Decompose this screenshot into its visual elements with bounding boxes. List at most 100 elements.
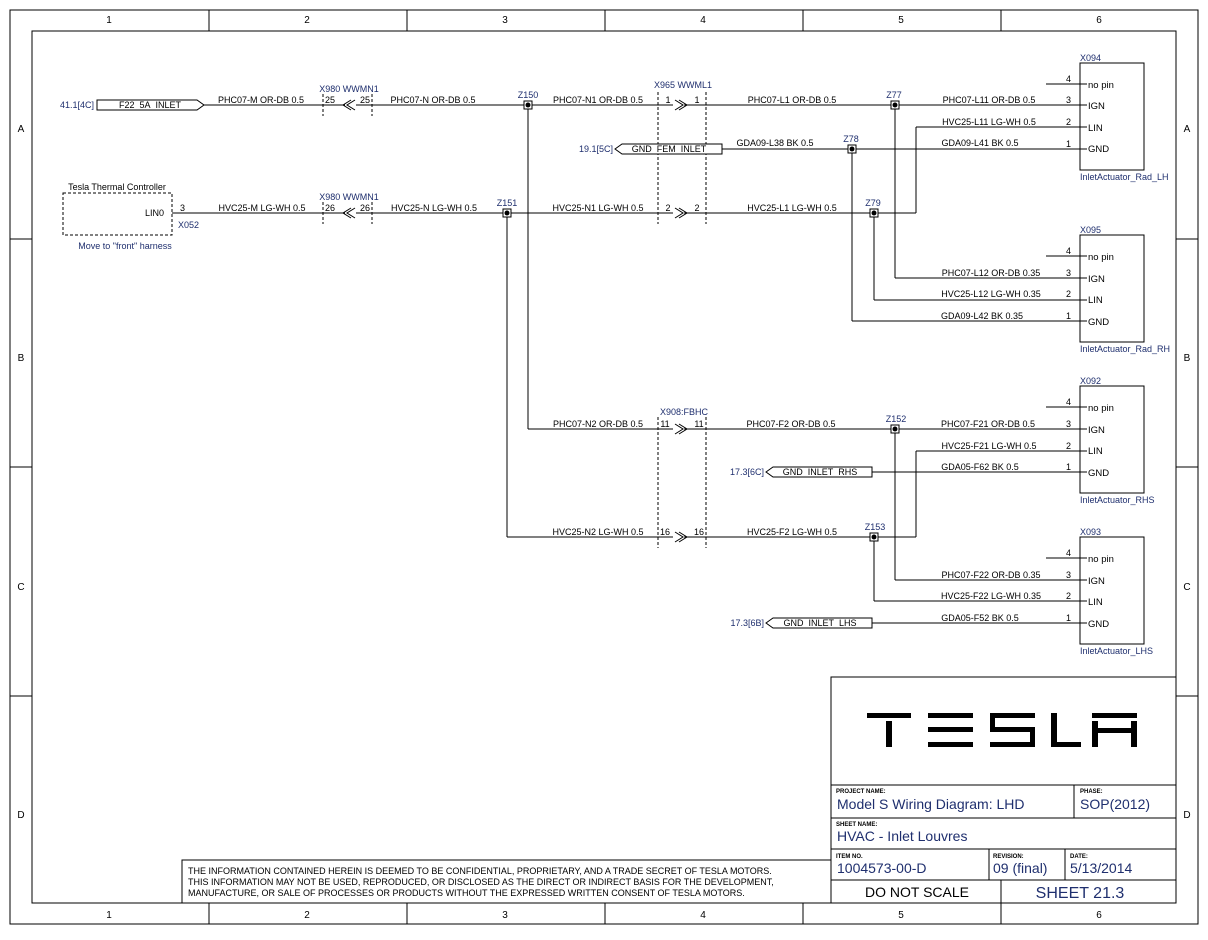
revision-value: 09 (final) [993,860,1047,876]
wire-label: HVC25-L1 LG-WH 0.5 [747,203,837,213]
disclaimer-line: MANUFACTURE, OR SALE OF PROCESSES OR PRO… [188,888,745,898]
wire-label: PHC07-F2 OR-DB 0.5 [746,419,835,429]
wire-label: PHC07-F21 OR-DB 0.5 [941,419,1035,429]
actuator-pin-number: 4 [1066,397,1071,407]
connector-chevron [674,423,688,435]
signal-flag-gnd-inlet-rhs: 17.3[6C] GND_INLET_RHS [730,466,873,478]
actuator-pin-name: LIN [1088,295,1103,306]
wire-label: GDA09-L41 BK 0.5 [941,138,1018,148]
splice-z77 [890,100,900,110]
wire-label: HVC25-M LG-WH 0.5 [218,203,305,213]
signal-flag-f22-5a-inlet: 41.1[4C] F22_5A_INLET [60,99,205,111]
connector-pin: 26 [360,203,370,213]
wires [172,83,1087,624]
wire-label: HVC25-N LG-WH 0.5 [391,203,477,213]
actuator-pin-name: LIN [1088,597,1103,608]
actuator-pin-number: 3 [1066,570,1071,580]
connector-chevron [342,99,356,111]
connector-chevron [674,207,688,219]
inline-connector-symbols [342,99,688,543]
connector-chevron [674,99,688,111]
actuator-name: InletActuator_Rad_LH [1080,172,1169,182]
wire-label: HVC25-F22 LG-WH 0.35 [941,591,1041,601]
confidentiality-disclaimer: THE INFORMATION CONTAINED HEREIN IS DEEM… [181,859,832,904]
col-label: 6 [1096,15,1102,26]
col-label: 1 [106,15,112,26]
wire-label: GDA05-F52 BK 0.5 [941,613,1019,623]
wire-label: PHC07-M OR-DB 0.5 [218,95,304,105]
row-label: C [1183,582,1190,593]
actuator-pin-number: 2 [1066,289,1071,299]
actuator-pin-name: IGN [1088,101,1105,112]
project-name-label: PROJECT NAME: [836,789,886,795]
connector-x908-label: X908:FBHC [660,407,709,417]
wire-label: PHC07-N2 OR-DB 0.5 [553,419,643,429]
wire-label: HVC25-L11 LG-WH 0.5 [942,117,1036,127]
actuator-pin-name: GND [1088,468,1109,479]
splice-z152 [890,424,900,434]
actuator-connector: X094 [1080,53,1101,63]
connector-pin: 1 [694,95,699,105]
connector-pin: 16 [694,527,704,537]
signal-ref: 17.3[6C] [730,467,764,477]
connector-pin: 25 [325,95,335,105]
signal-flag-gnd-inlet-lhs: 17.3[6B] GND_INLET_LHS [730,617,873,629]
actuator-pin-name: no pin [1088,403,1114,414]
wire-label: HVC25-F2 LG-WH 0.5 [747,527,837,537]
signal-name: GND_INLET_RHS [783,467,858,477]
actuator-pin-name: IGN [1088,576,1105,587]
connector-pin: 1 [665,95,670,105]
actuator-pin-number: 2 [1066,117,1071,127]
connector-cut-lines [322,92,707,548]
connector-chevron [674,531,688,543]
col-label: 2 [304,15,310,26]
wire-label: GDA09-L42 BK 0.35 [941,311,1023,321]
splice-points: Z150 Z151 Z77 Z78 Z79 Z152 Z153 [497,90,906,542]
row-label: B [18,353,25,364]
actuator-pin-number: 1 [1066,462,1071,472]
splice-label: Z153 [865,522,886,532]
item-no-label: ITEM NO. [836,854,863,860]
actuator-pin-number: 1 [1066,613,1071,623]
actuator-pin-number: 4 [1066,246,1071,256]
signal-ref: 19.1[5C] [579,144,613,154]
splice-z153 [869,532,879,542]
splice-z79 [869,208,879,218]
wire-label: PHC07-N1 OR-DB 0.5 [553,95,643,105]
wire-label: PHC07-N OR-DB 0.5 [390,95,475,105]
splice-z150 [523,100,533,110]
phase-label: PHASE: [1080,789,1103,795]
splice-z151 [502,208,512,218]
controller-pin-number: 3 [180,203,185,213]
wire-label: PHC07-L11 OR-DB 0.5 [943,95,1036,105]
do-not-scale: DO NOT SCALE [865,884,969,900]
connector-pin: 11 [694,419,703,429]
actuator-pin-number: 4 [1066,74,1071,84]
row-label: C [17,582,24,593]
signal-name: GND_INLET_LHS [783,618,856,628]
connector-pin: 25 [360,95,370,105]
row-label: A [18,124,25,135]
wire-label: HVC25-N2 LG-WH 0.5 [552,527,643,537]
revision-label: REVISION: [993,854,1024,860]
connector-x965-label: X965 WWML1 [654,80,712,90]
controller-pin-name: LIN0 [145,208,164,218]
inline-connector-labels: X980 WWMN1 25 25 X980 WWMN1 26 26 X965 W… [319,80,712,537]
controller-title: Tesla Thermal Controller [68,182,166,192]
col-label: 6 [1096,910,1102,921]
actuator-pin-name: GND [1088,317,1109,328]
date-label: DATE: [1070,854,1088,860]
actuator-x094: X094 4 3 2 1 no pin IGN LIN GND InletAct… [1066,53,1169,182]
date-value: 5/13/2014 [1070,860,1132,876]
actuator-name: InletActuator_Rad_RH [1080,344,1170,354]
wire-label: HVC25-F21 LG-WH 0.5 [941,441,1036,451]
connector-x980-label: X980 WWMN1 [319,84,379,94]
wire-label: PHC07-L12 OR-DB 0.35 [942,268,1041,278]
row-label: D [1183,810,1190,821]
row-label: D [17,810,24,821]
actuator-pin-number: 3 [1066,268,1071,278]
actuator-pin-name: LIN [1088,446,1103,457]
col-label: 5 [898,910,904,921]
wire-label: GDA09-L38 BK 0.5 [736,138,813,148]
